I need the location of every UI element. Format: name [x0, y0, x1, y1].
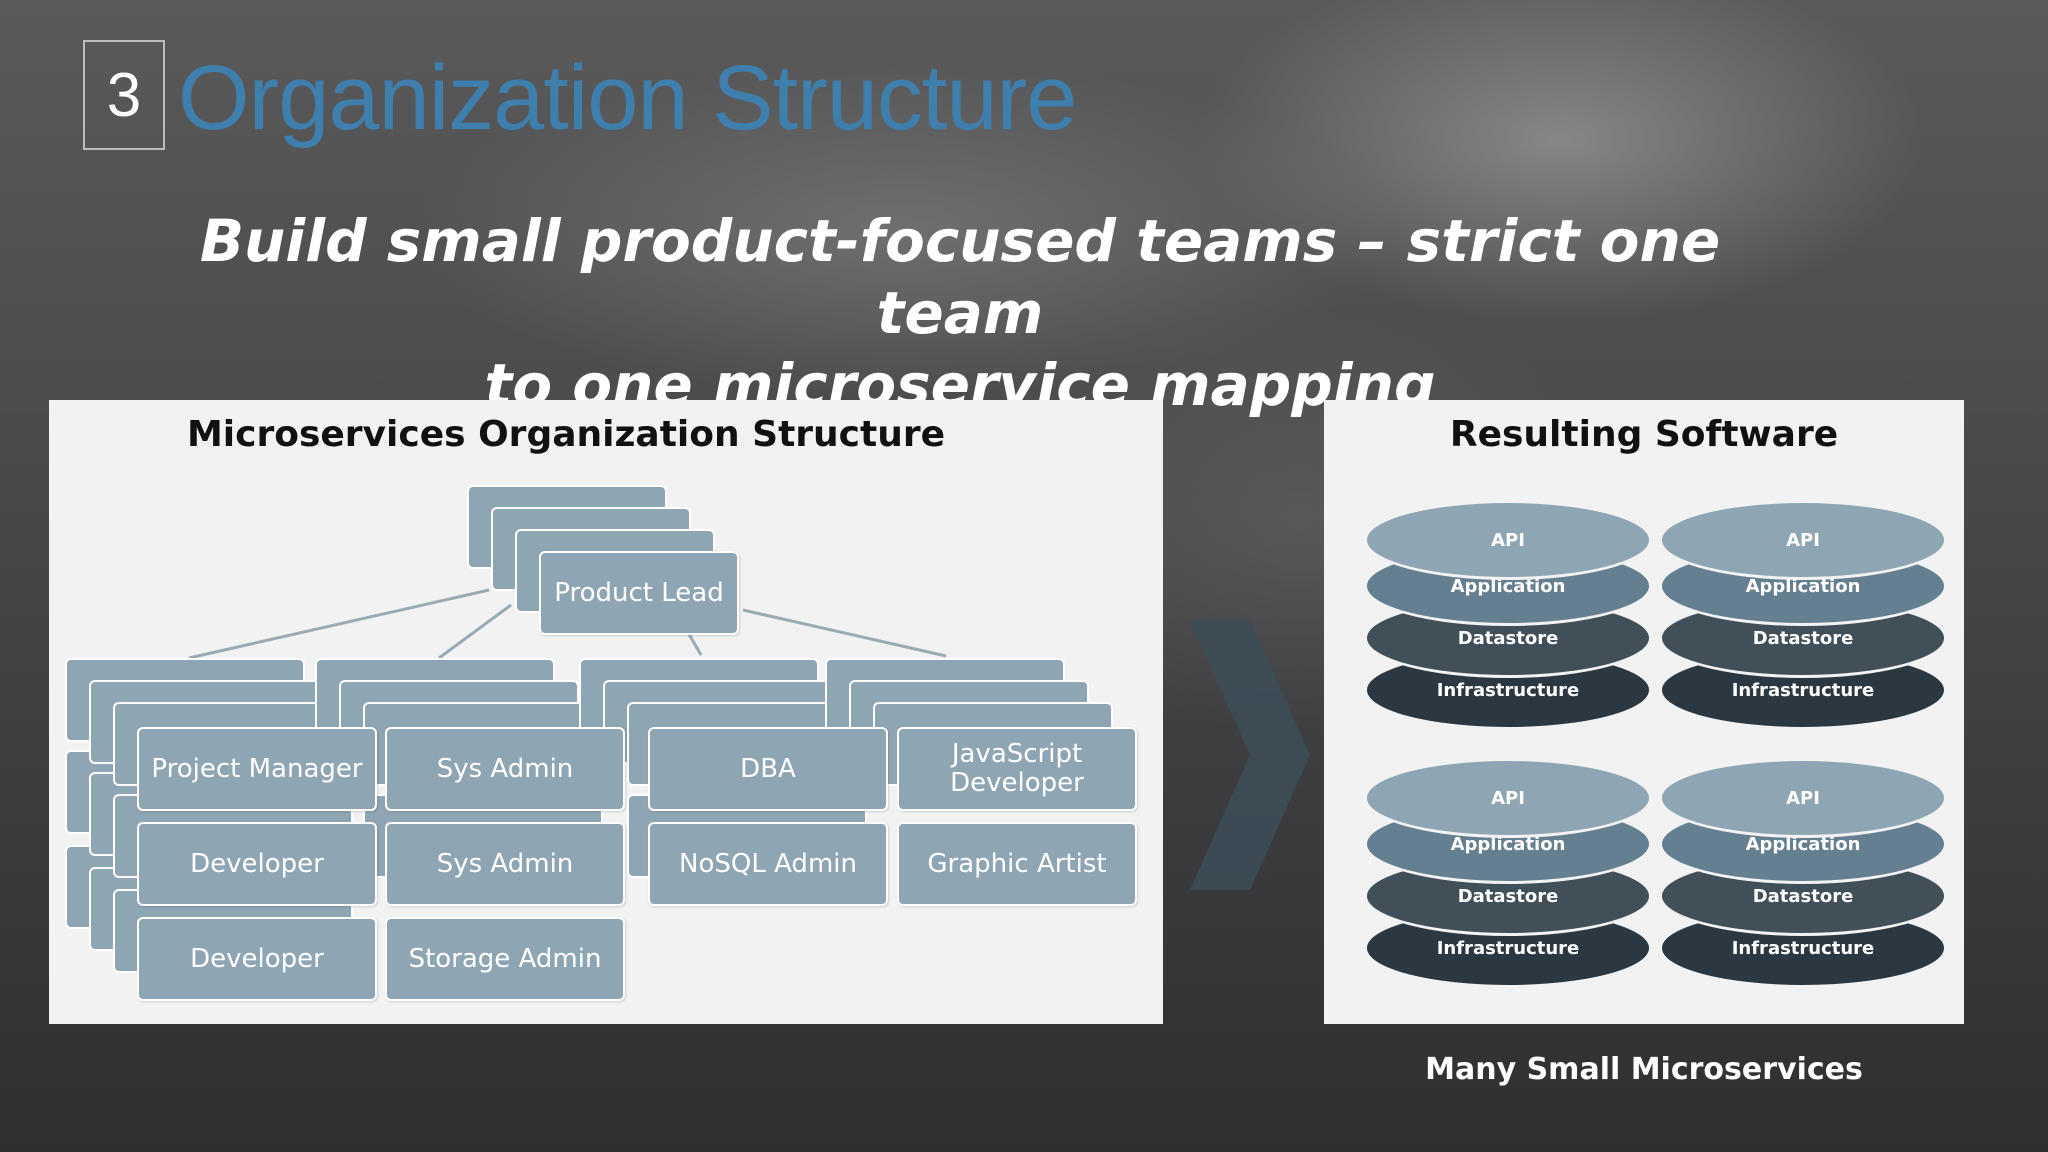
role-card-developer: Developer	[137, 822, 377, 906]
slide-subtitle: Build small product-focused teams – stri…	[150, 205, 1770, 421]
microservice-stack: Infrastructure Datastore Application API	[1364, 758, 1652, 998]
role-card-sys-admin-2: Sys Admin	[385, 822, 625, 906]
slide-number: 3	[83, 40, 165, 150]
api-layer: API	[1364, 758, 1652, 838]
role-card-graphic-artist: Graphic Artist	[897, 822, 1137, 906]
role-card-storage-admin: Storage Admin	[385, 917, 625, 1001]
api-layer: API	[1659, 758, 1947, 838]
org-structure-panel: Microservices Organization Structure Pro…	[49, 400, 1163, 1024]
microservice-stack: Infrastructure Datastore Application API	[1364, 500, 1652, 740]
software-panel-heading: Resulting Software	[1449, 414, 1839, 455]
api-layer: API	[1659, 500, 1947, 580]
software-caption: Many Small Microservices	[1425, 1052, 1863, 1087]
microservice-stack: Infrastructure Datastore Application API	[1659, 500, 1947, 740]
role-card-project-manager: Project Manager	[137, 727, 377, 811]
subtitle-line-1: Build small product-focused teams – stri…	[199, 207, 1721, 347]
slide-title: Organization Structure	[178, 47, 1077, 149]
role-card-javascript-developer: JavaScript Developer	[897, 727, 1137, 811]
role-card-developer-2: Developer	[137, 917, 377, 1001]
resulting-software-panel: Resulting Software Infrastructure Datast…	[1324, 400, 1964, 1024]
api-layer: API	[1364, 500, 1652, 580]
role-card-sys-admin: Sys Admin	[385, 727, 625, 811]
microservice-stack: Infrastructure Datastore Application API	[1659, 758, 1947, 998]
role-card-nosql-admin: NoSQL Admin	[648, 822, 888, 906]
role-card-dba: DBA	[648, 727, 888, 811]
chevron-right-icon	[1190, 620, 1310, 890]
product-lead-card: Product Lead	[539, 551, 739, 635]
org-panel-heading: Microservices Organization Structure	[186, 414, 946, 455]
